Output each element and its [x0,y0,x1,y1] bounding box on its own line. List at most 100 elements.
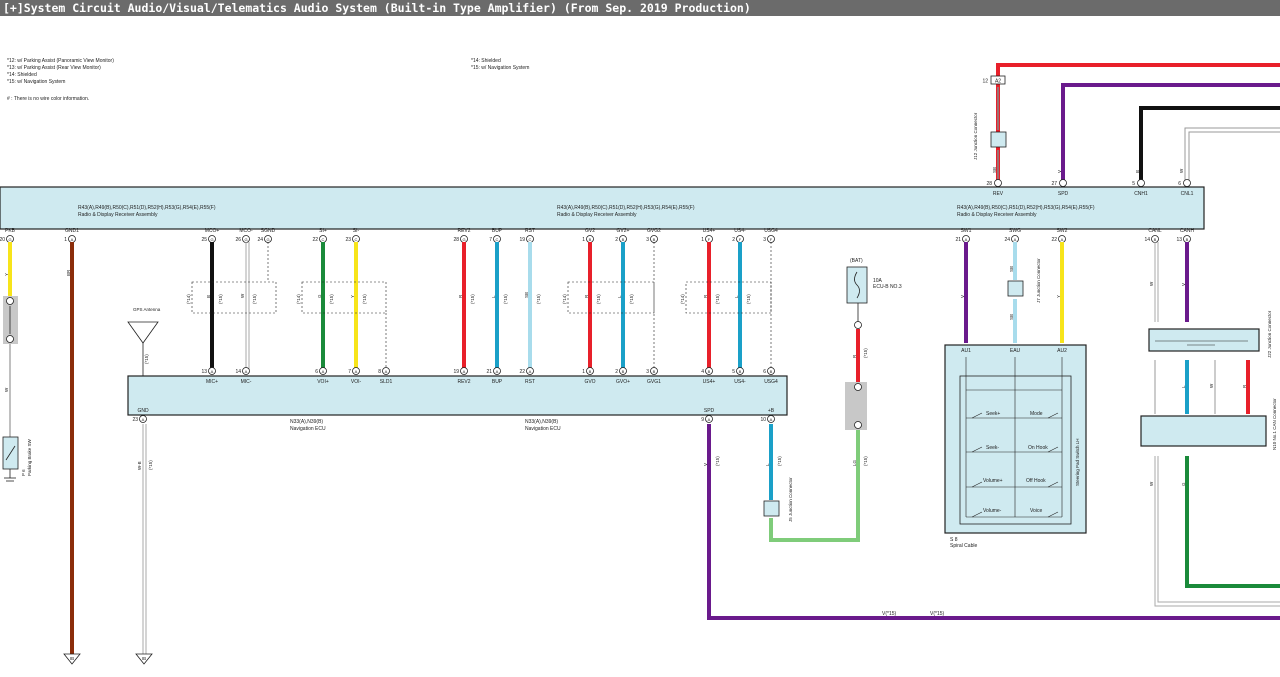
wire-label-si-g: G [317,294,322,298]
pin-connector-letter: A [71,237,74,242]
pin-label-sw2: SW2 [1057,228,1068,234]
radio-codes-3: R43(A),R49(B),R50(C),R51(D),R52(H),R53(G… [957,205,1095,211]
wire-label-y-pkb: Y [4,273,9,276]
nav-tag-lg: (*15) [863,456,868,466]
shield-gv [567,281,655,314]
j22-label: J22 Junction Connector [1267,310,1272,358]
pin-connector [736,367,744,375]
wire-label-mco-b: B [206,295,211,298]
shield-tag-si: (*14) [296,294,301,304]
shield-us4 [685,281,772,314]
pin-number: 1 [582,237,585,243]
gps-nav-tag: (*15) [144,354,149,364]
pin-connector-letter: B [653,369,656,374]
pin-number: 19 [519,237,525,243]
pin-label-us4-: US4- [734,228,746,234]
button-off-hook: Off Hook [1026,478,1046,484]
pin-connector-letter: F [739,237,742,242]
pin-label-rst: RST [525,228,535,234]
nav-bottom-pin [139,415,147,423]
pin-connector-letter: A [463,369,466,374]
note-shielded: *14: Shielded [7,72,37,78]
pin-label-gnd1: GND1 [65,228,79,234]
nav-bottom-pin [767,415,775,423]
pin-connector-letter: G [210,237,213,242]
pin-label-us4-: US4+ [703,228,716,234]
pin-connector-letter: F [708,237,711,242]
can-connector [1140,415,1267,447]
diagram-title: System Circuit Audio/Visual/Telematics A… [23,1,751,15]
pin-label-voi-: VOI+ [317,379,329,385]
pin-label-gvo: GVO [584,379,595,385]
pin-label-gvg2: GVG2 [647,228,661,234]
wire-label-j22-r: R [1242,384,1247,388]
expand-toggle[interactable]: [+] [3,1,24,15]
pin-connector-letter: C [529,237,532,242]
spiral-cable-code: S 8 [950,537,958,543]
nav-tag-wb: (*15) [148,460,153,470]
pin-number: 24 [1004,237,1010,243]
pin-number: 21 [955,237,961,243]
wire-label-gv-r: R [584,294,589,298]
nav-tag-mco-1: (*15) [218,294,223,304]
pin-au2: AU2 [1057,348,1067,354]
pin-connector [493,367,501,375]
radio-name-3: Radio & Display Receiver Assembly [957,212,1037,218]
pin-label-sgnd: SGND [261,228,276,234]
pin-number: 7 [348,369,351,375]
pin-number: 2 [615,369,618,375]
pin-number: 7 [489,237,492,243]
pin-connector-letter: C [496,237,499,242]
pin-number: 8 [378,369,381,375]
pin-label-rst: RST [525,379,535,385]
pin-label-mco-: MCO+ [205,228,220,234]
pin-connector-letter: B [1186,237,1189,242]
wire-label-can-g: G [1181,482,1186,486]
nav-tag-rev2: (*15) [470,294,475,304]
pin-number: 22 [312,237,318,243]
pin-label-sw1: SW1 [961,228,972,234]
pin-connector-letter: B [653,237,656,242]
j7-label: J7 Junction Connector [1036,258,1041,303]
fuse-source: (BAT) [850,258,863,264]
pin-number: 20 [0,237,5,243]
wire-label-rst-sb: SB [524,292,529,298]
shield-si [301,281,387,314]
pin-rev-label: REV [993,191,1004,197]
fuse-rating: 10A [873,278,883,284]
pin-label-rev2: REV2 [457,228,470,234]
pin-label-sld1: SLD1 [380,379,393,385]
pin-spd-num: 27 [1051,181,1057,187]
wire-label-fuse-r: R [852,354,857,358]
steering-switch-ladder [965,357,1063,518]
pin-connector [319,367,327,375]
pin-connector [352,367,360,375]
nav-bottom-pin-label: +B [768,408,775,414]
nav-tag-us4-2: (*15) [746,294,751,304]
pin-label-bup: BUP [492,228,503,234]
button-on-hook: On Hook [1028,445,1048,451]
nav-name-2: Navigation ECU [525,426,561,432]
ground-label-2: IB [142,656,146,661]
pin-number: 4 [701,369,704,375]
diagram-title-bar[interactable]: [+]System Circuit Audio/Visual/Telematic… [0,0,1280,16]
pin-rev-num: 28 [986,181,992,187]
pin-cnh1-label: CNH1 [1134,191,1148,197]
j12-junction-connector [990,131,1007,148]
wire-spd-bottom [707,424,1280,620]
pin-cnl1-num: 6 [1178,181,1181,187]
wire-label-canh-v: V [1181,283,1186,286]
pin-number: 26 [235,237,241,243]
pin-label-voi-: VOI- [351,379,362,385]
parking-brake-name: Parking Brake SW [27,438,32,476]
parking-brake-code: P 6 [21,469,26,476]
pin-label-mco-: MCO- [239,228,253,234]
radio-name-1: Radio & Display Receiver Assembly [78,212,158,218]
pin-connector-letter: B [589,237,592,242]
a2-pin-number: 12 [982,79,988,85]
pin-number: 21 [486,369,492,375]
pin-connector-letter: G [8,237,11,242]
pin-label-mic-: MIC- [241,379,252,385]
pin-connector-letter: A [529,369,532,374]
